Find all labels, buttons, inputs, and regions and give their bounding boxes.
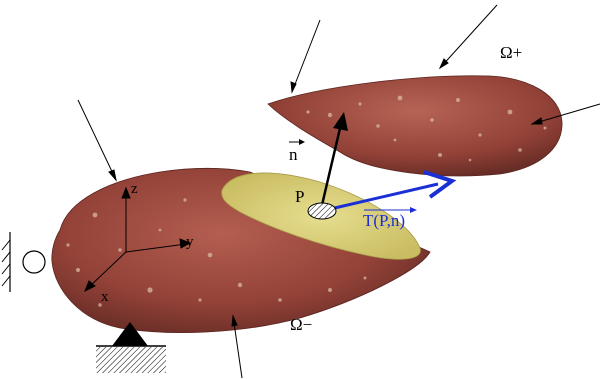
traction-label: T(P,n) xyxy=(363,211,405,230)
point-label: P xyxy=(295,187,304,206)
omega-minus-label: Ω− xyxy=(290,315,312,334)
axis-x-label: x xyxy=(101,289,109,305)
traction-overline-head xyxy=(410,207,417,213)
axis-z-label: z xyxy=(131,181,138,197)
normal-label: n xyxy=(289,145,298,164)
normal-overarrow-head xyxy=(299,139,305,145)
lower-potato-half xyxy=(52,168,430,332)
upper-potato-half xyxy=(268,76,562,176)
roller-support xyxy=(2,232,45,292)
omega-plus-label: Ω+ xyxy=(500,43,522,62)
axis-y-label: y xyxy=(186,234,194,250)
area-element-dS xyxy=(308,203,336,219)
